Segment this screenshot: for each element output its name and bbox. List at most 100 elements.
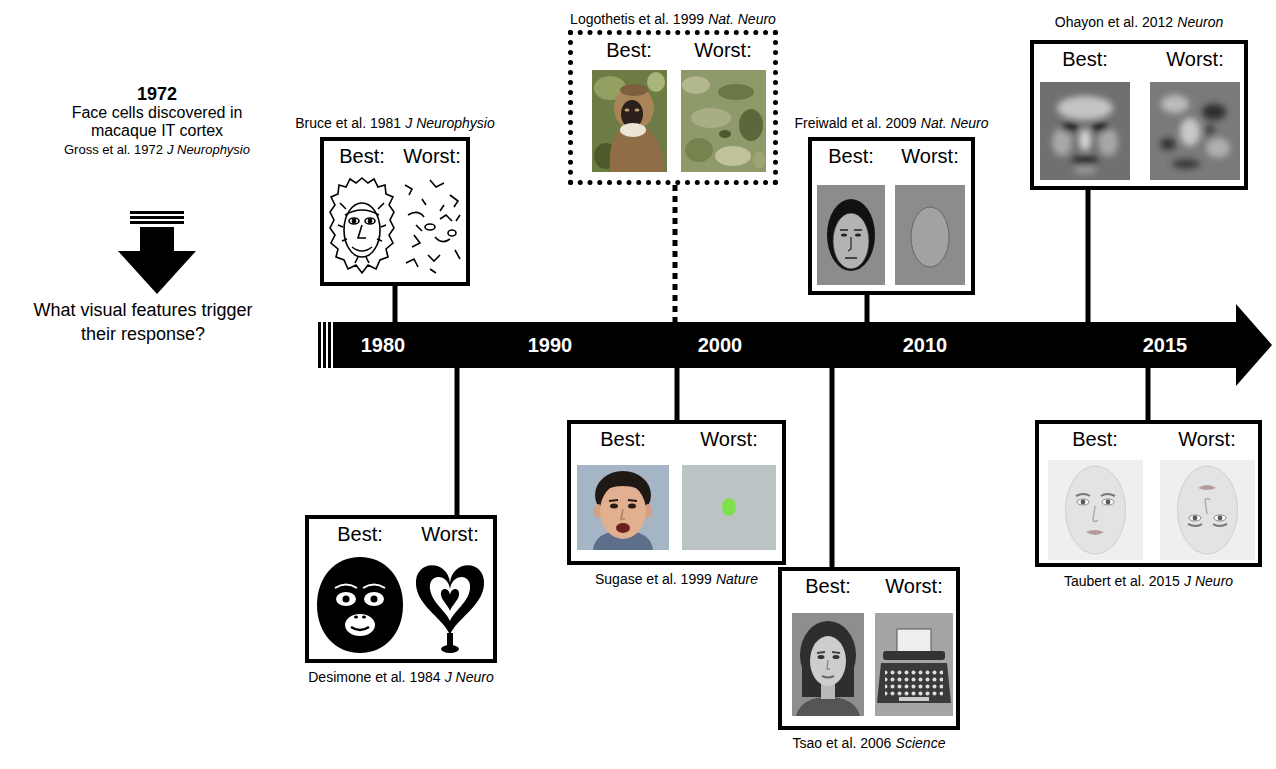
text-group: Gross et al. 1972 J Neurophysio — [37, 142, 277, 158]
study-panel: Best: Worst: Sugase et al. 1999Nature — [567, 420, 786, 587]
best-label: Best: — [600, 427, 646, 451]
best-label: Best: — [337, 522, 383, 546]
label-slot: Best: — [314, 522, 406, 546]
worst-label: Worst: — [1178, 427, 1235, 451]
foliage-texture — [681, 70, 766, 172]
label-slot: Worst: — [1143, 47, 1248, 71]
text-group: Face cells discovered in macaque IT cort… — [57, 104, 257, 140]
worst-label: Worst: — [694, 38, 751, 62]
text-group: What visual features trigger their respo… — [23, 298, 263, 346]
thatcherised-face — [1160, 460, 1255, 560]
blurred-face — [1040, 82, 1130, 180]
stimulus-frame: Best: Worst: — [1030, 40, 1248, 190]
label-slot: Worst: — [871, 574, 958, 598]
label-slot: Worst: — [397, 144, 468, 168]
worst-label: Worst: — [901, 144, 958, 168]
citation-authors: Ohayon et al. 2012 — [1055, 14, 1173, 30]
timeline-stem — [865, 295, 870, 322]
timeline-stem — [673, 185, 678, 322]
worst-label: Worst: — [403, 144, 460, 168]
year-slot: 2010 — [875, 322, 975, 368]
citation-authors: Freiwald et al. 2009 — [794, 115, 916, 131]
note-text: 1972 — [137, 84, 177, 104]
citation-authors: Desimone et al. 1984 — [308, 669, 440, 685]
best-label: Best: — [339, 144, 385, 168]
label-slot: Worst: — [677, 427, 782, 451]
citation: Freiwald et al. 2009Nat. Neuro — [808, 115, 975, 131]
stimulus-frame: Best: Worst: — [1035, 420, 1262, 567]
timeline-stem — [675, 368, 680, 420]
best-label: Best: — [805, 574, 851, 598]
citation: Ohayon et al. 2012Neuron — [1030, 14, 1248, 30]
best-label: Best: — [606, 38, 652, 62]
citation: Bruce et al. 1981J Neurophysio — [320, 115, 470, 131]
year-label: 2000 — [698, 334, 743, 357]
study-panel: Freiwald et al. 2009Nat. NeuroBest:Worst… — [808, 115, 975, 295]
timeline-stem — [1086, 190, 1091, 322]
journal-name: Science — [896, 735, 946, 751]
journal-name: J Neurophysio — [167, 142, 250, 157]
label-slot: Worst: — [1153, 427, 1262, 451]
citation-authors: Sugase et al. 1999 — [595, 571, 712, 587]
journal-name: Nat. Neuro — [921, 115, 989, 131]
label-slot: Best: — [571, 427, 676, 451]
journal-name: J Neuro — [1184, 573, 1233, 589]
empty-oval — [895, 185, 965, 285]
human-face-photo — [577, 465, 669, 550]
stimulus-frame: Best:Worst: — [808, 137, 975, 295]
study-panel: Best: Worst: Desimone et al. 1984 J Neuro — [305, 515, 497, 685]
green-dot — [682, 465, 776, 550]
citation-authors: Bruce et al. 1981 — [295, 115, 401, 131]
label-slot: Worst: — [673, 38, 773, 62]
year-slot: 2015 — [1115, 322, 1215, 368]
line-drawing-face — [330, 178, 394, 273]
timeline-bar: 1980 1990 2000 2010 2015 — [333, 322, 1238, 368]
best-label: Best: — [1072, 427, 1118, 451]
best-label: Best: — [1062, 47, 1108, 71]
citation-authors: Taubert et al. 2015 — [1064, 573, 1180, 589]
journal-name: J Neuro — [445, 669, 494, 685]
citation: Desimone et al. 1984 J Neuro — [305, 669, 497, 685]
citation-authors: Logothetis et al. 1999 — [570, 11, 704, 27]
year-label: 2015 — [1143, 334, 1188, 357]
monkey-silhouette — [317, 557, 403, 653]
journal-name: Nat. Neuro — [708, 11, 776, 27]
monkey-photo — [592, 70, 667, 172]
note-text: Gross et al. 1972 — [64, 142, 163, 157]
worst-label: Worst: — [700, 427, 757, 451]
label-slot: Worst: — [891, 144, 970, 168]
note-text: What visual features trigger their respo… — [33, 300, 252, 344]
scrambled-drawing — [405, 180, 460, 273]
text-group: 1972 — [57, 84, 257, 105]
journal-name: Neuron — [1177, 14, 1223, 30]
stimulus-frame: Best: Worst: — [778, 567, 960, 730]
timeline-stem — [393, 286, 398, 322]
worst-label: Worst: — [421, 522, 478, 546]
stimulus-frame: Best: Worst: — [568, 30, 778, 185]
year-label: 2010 — [903, 334, 948, 357]
journal-name: Nature — [716, 571, 758, 587]
stimulus-frame: Best: Worst: — [320, 137, 470, 286]
year-label: 1990 — [528, 334, 573, 357]
citation: Tsao et al. 2006Science — [778, 735, 960, 751]
year-slot: 1980 — [333, 322, 433, 368]
year-label: 1980 — [361, 334, 406, 357]
worst-label: Worst: — [885, 574, 942, 598]
citation: Sugase et al. 1999Nature — [567, 571, 786, 587]
label-slot: Best: — [579, 38, 679, 62]
cartoon-face — [817, 185, 885, 285]
stimulus-frame: Best: Worst: — [305, 515, 497, 663]
study-panel: Logothetis et al. 1999Nat. NeuroBest: Wor… — [568, 11, 778, 185]
brush-shape — [416, 565, 484, 653]
timeline-stem — [830, 368, 835, 567]
blurred-noise — [1150, 82, 1240, 180]
year-slot: 2000 — [670, 322, 770, 368]
label-slot: Best: — [1033, 47, 1138, 71]
timeline-ends — [318, 304, 1272, 386]
study-panel: Best: Worst: Tsao et al. 2006Science — [778, 567, 960, 751]
label-slot: Best: — [785, 574, 872, 598]
journal-name: J Neurophysio — [405, 115, 495, 131]
label-slot: Worst: — [404, 522, 496, 546]
worst-label: Worst: — [1166, 47, 1223, 71]
